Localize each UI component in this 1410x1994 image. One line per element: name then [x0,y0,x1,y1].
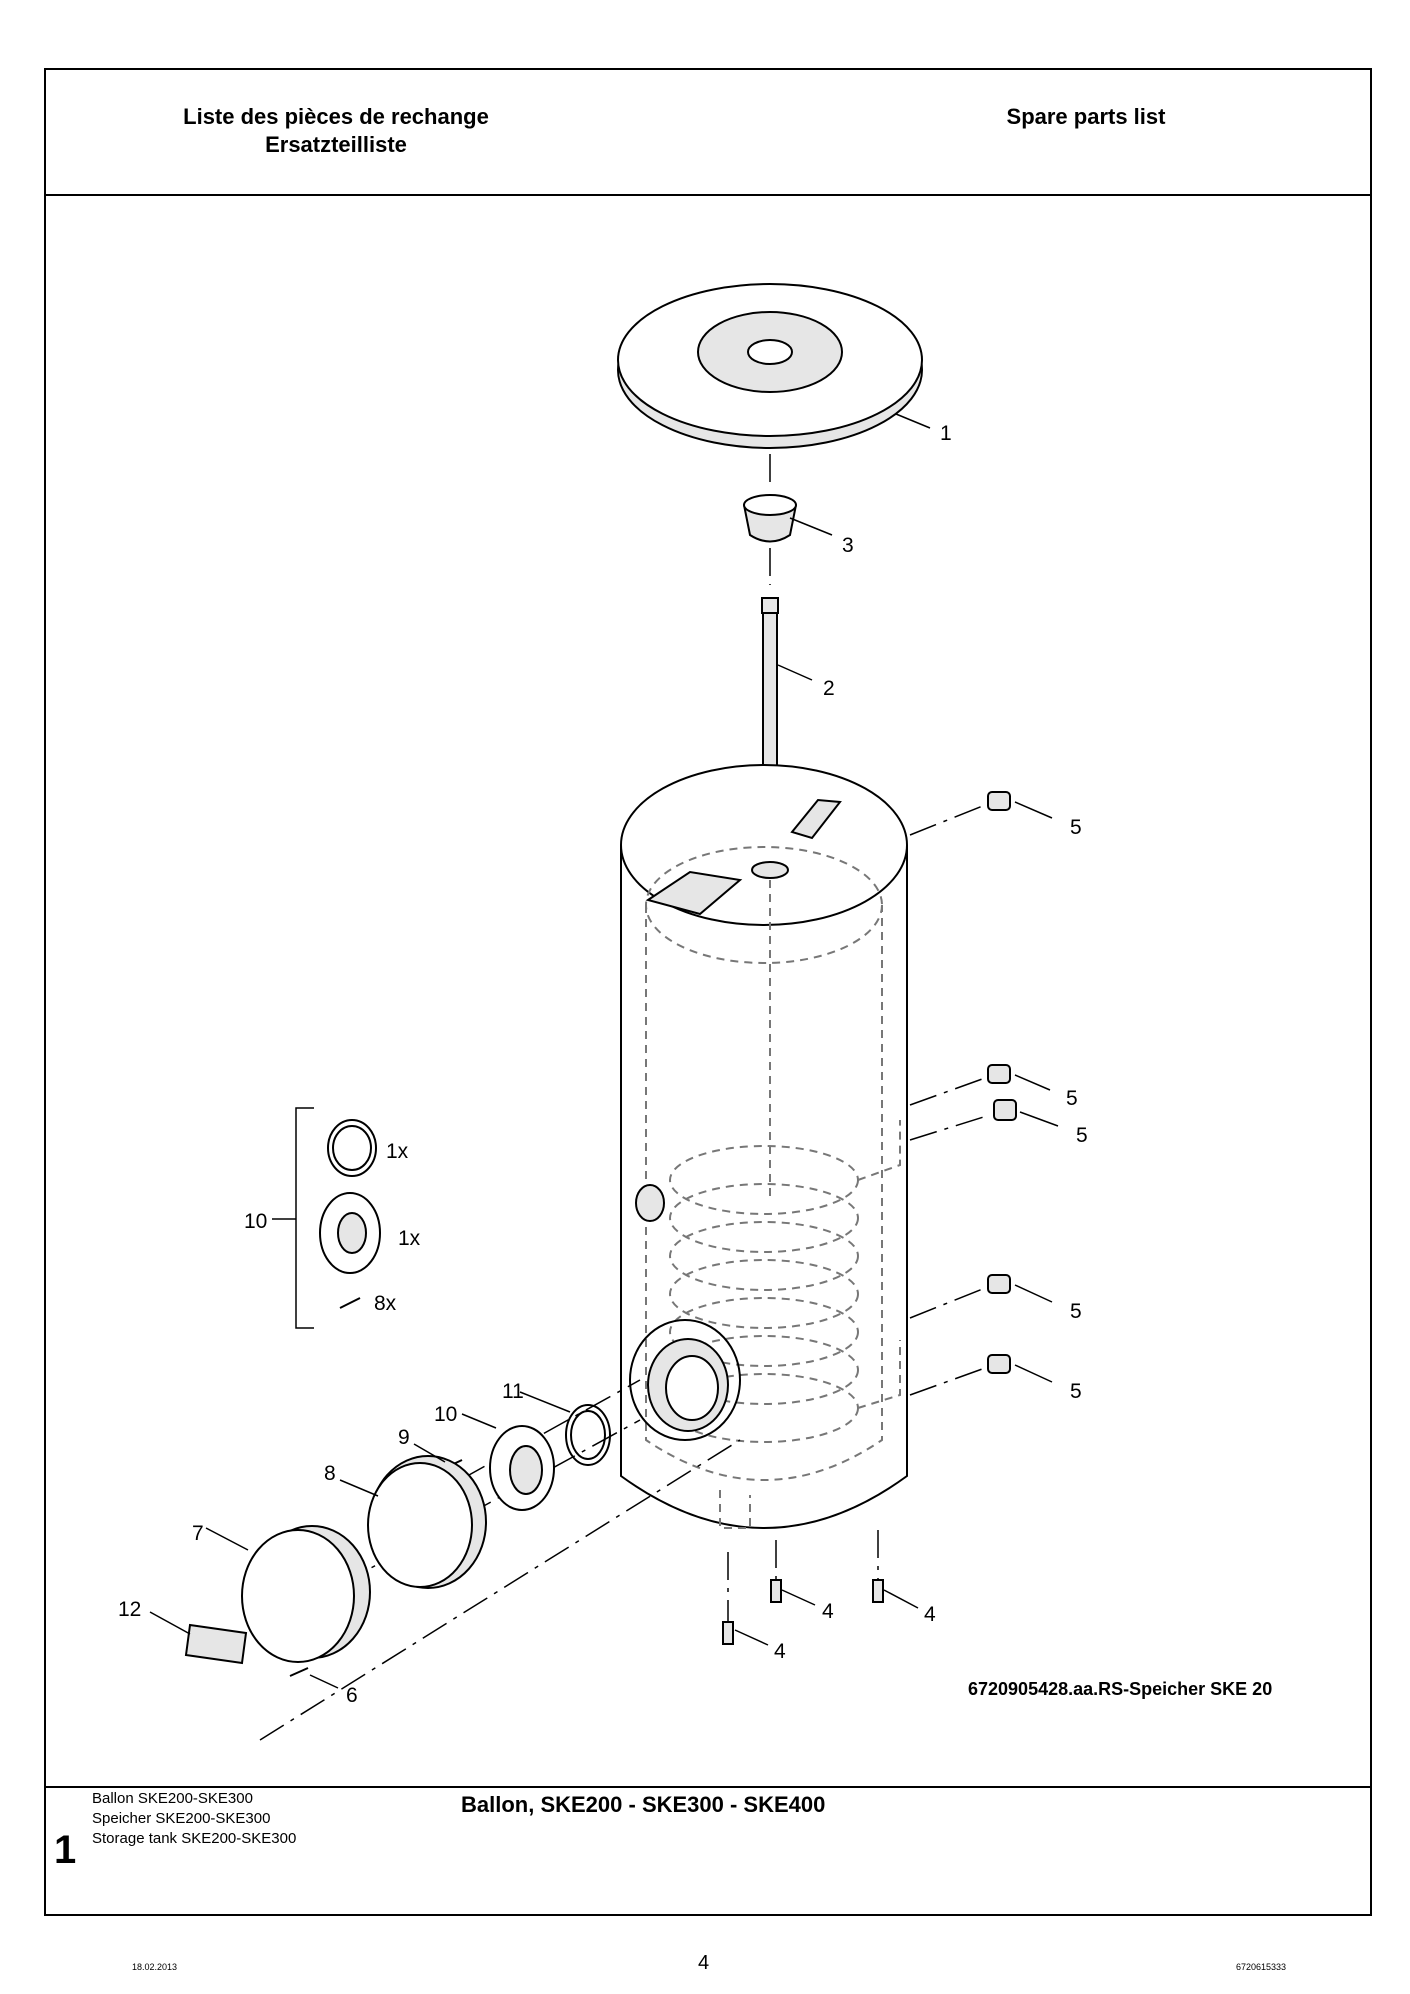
callout-4c: 4 [924,1603,936,1626]
kit-label-number: 10 [244,1210,267,1233]
callout-6: 6 [346,1684,358,1707]
header-title-en: Spare parts list [1006,104,1166,129]
callout-12: 12 [118,1598,141,1621]
callout-2: 2 [823,677,835,700]
insulation-plug [743,494,797,543]
footer-desc-de: Speicher SKE200-SKE300 [92,1810,271,1827]
storage-tank [620,764,908,1529]
header-divider [46,194,1370,196]
callout-5e: 5 [1070,1380,1082,1403]
print-date: 18.02.2013 [132,1962,178,1972]
callout-5a: 5 [1070,816,1082,839]
manway-parts [184,1379,741,1741]
image-reference: 6720905428.aa.RS-Speicher SKE 20 [968,1679,1272,1699]
feet-screws [722,1530,884,1645]
callout-10: 10 [434,1403,457,1426]
cover-disc [617,283,923,449]
kit-qty-screws: 8x [374,1292,397,1315]
section-number: 1 [54,1828,77,1872]
callout-5b: 5 [1066,1087,1078,1110]
kit-qty-flange: 1x [398,1227,421,1250]
callout-4b: 4 [822,1600,834,1623]
callout-5c: 5 [1076,1124,1088,1147]
sockets [987,791,1017,1374]
socket-centerlines [909,804,991,1396]
header-title-fr: Liste des pièces de rechange [183,104,489,129]
doc-number: 6720615333 [1236,1962,1287,1972]
footer-desc-fr: Ballon SKE200-SKE300 [92,1790,253,1807]
callout-3: 3 [842,534,854,557]
page-frame: Liste des pièces de rechange Ersatzteill… [44,68,1372,1916]
footer-title: Ballon, SKE200 - SKE300 - SKE400 [461,1792,826,1817]
footer-divider [46,1786,1370,1788]
kit-detail: 1x 1x 8x 10 [244,1107,421,1329]
page-number: 4 [698,1952,710,1974]
callout-1: 1 [940,422,952,445]
kit-qty-ring: 1x [386,1140,409,1163]
header-title-de: Ersatzteilliste [265,132,407,157]
leader-lines [149,413,1059,1689]
callouts: 1 2 3 4 4 4 5 5 5 5 5 6 7 8 9 10 11 12 [118,422,1088,1707]
callout-8: 8 [324,1462,336,1485]
callout-5d: 5 [1070,1300,1082,1323]
footer-desc-en: Storage tank SKE200-SKE300 [92,1830,297,1847]
callout-7: 7 [192,1522,204,1545]
callout-9: 9 [398,1426,410,1449]
callout-4a: 4 [774,1640,786,1663]
callout-11: 11 [502,1380,524,1403]
